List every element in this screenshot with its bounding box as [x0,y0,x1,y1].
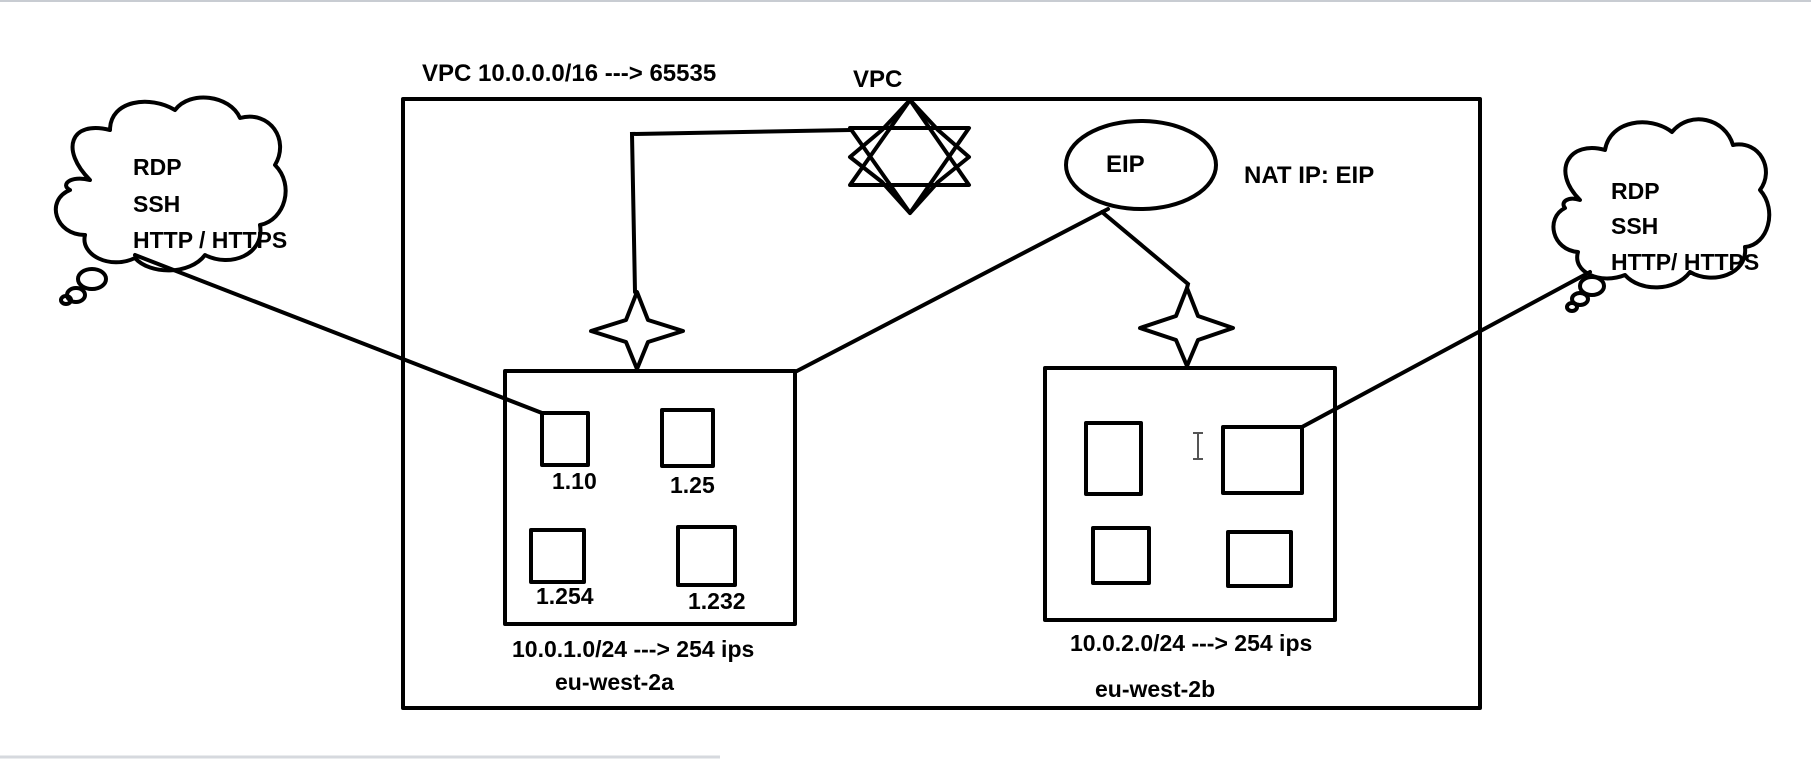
nat-ip-label: NAT IP: EIP [1244,162,1374,189]
host-a1-box [540,411,590,467]
host-a2-box [660,408,715,468]
router-a-star-icon [589,290,685,371]
router-b-star-icon [1138,286,1235,368]
right-cloud-line-2: SSH [1611,213,1658,239]
subnet-b-box [1043,366,1337,622]
host-a3-box [529,528,586,584]
eip-ellipse [1064,119,1218,211]
right-thought-cloud-icon [1551,117,1772,313]
gateway-to-router-a-line [629,128,853,294]
text-cursor-icon [1193,432,1203,460]
subnet-b-cidr-label: 10.0.2.0/24 ---> 254 ips [1070,630,1312,656]
right-cloud-to-host-b2-line [1300,270,1592,429]
host-a4-label: 1.232 [688,588,746,614]
internet-gateway-star-overlay [848,98,971,187]
left-cloud-line-3: HTTP / HTTPS [133,227,287,253]
host-a2-label: 1.25 [670,472,715,498]
host-b3-box [1091,526,1151,585]
right-cloud-line-3: HTTP/ HTTPS [1611,249,1759,275]
subnet-a-cidr-label: 10.0.1.0/24 ---> 254 ips [512,636,754,662]
left-cloud-to-host-a1-line [133,253,544,415]
host-b4-box [1226,530,1293,588]
vpc-header-label: VPC 10.0.0.0/16 ---> 65535 [422,60,716,87]
vpc-gateway-label: VPC [853,66,902,93]
eip-to-subnet-a-line [793,207,1110,374]
left-cloud-line-2: SSH [133,191,180,217]
eip-to-router-b-line [1100,210,1191,290]
host-b2-box [1221,425,1304,495]
host-a1-label: 1.10 [552,468,597,494]
right-cloud-line-1: RDP [1611,178,1660,204]
subnet-b-az-label: eu-west-2b [1095,676,1215,702]
subnet-a-az-label: eu-west-2a [555,669,674,695]
internet-gateway-star-overlay-2 [848,126,971,215]
vpc-boundary [401,97,1482,710]
left-thought-cloud-icon [53,95,288,306]
host-b1-box [1084,421,1143,496]
subnet-a-box [503,369,797,626]
host-a3-label: 1.254 [536,583,594,609]
left-cloud-line-1: RDP [133,154,182,180]
eip-label: EIP [1106,151,1145,178]
host-a4-box [676,525,737,587]
